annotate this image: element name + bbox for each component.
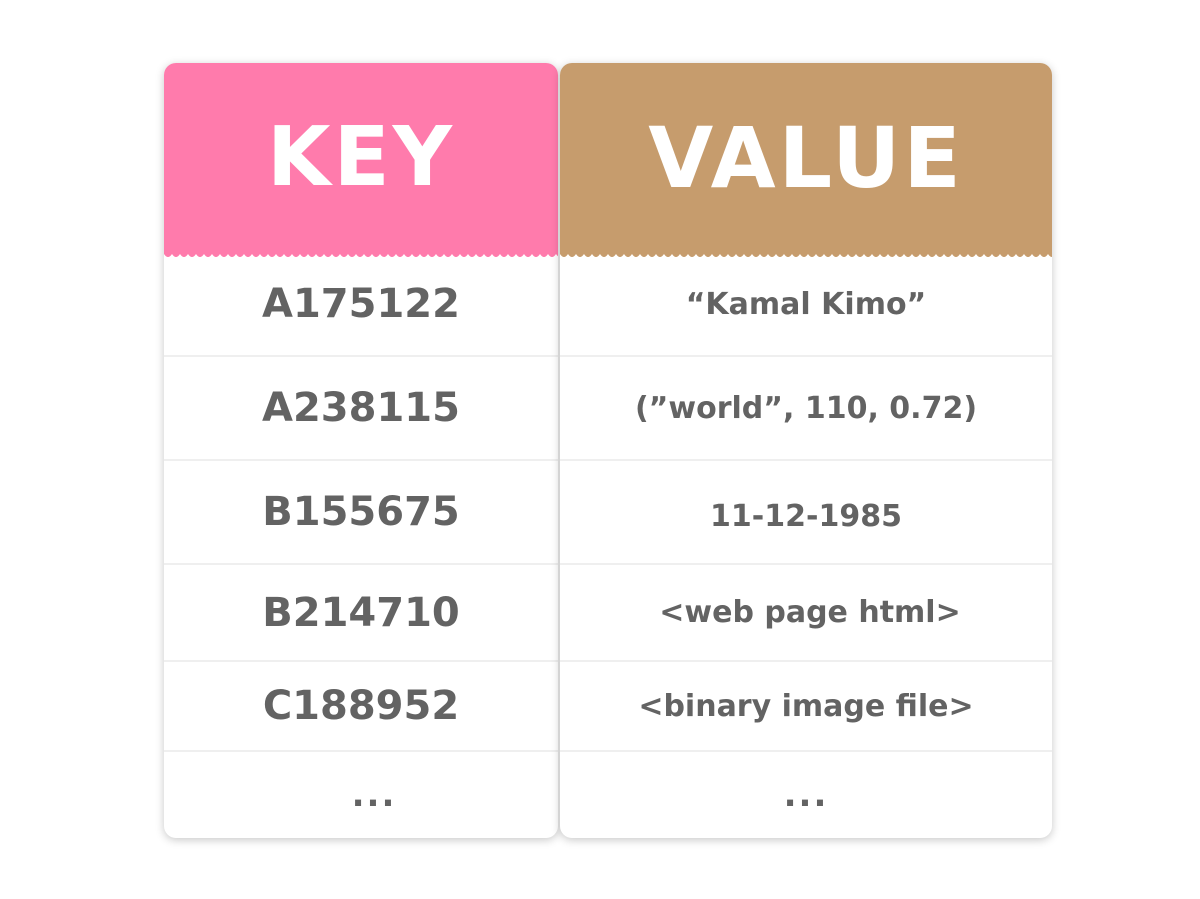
value-header: VALUE [560, 63, 1052, 253]
wave-scallop-path [164, 251, 558, 257]
value-cell: “Kamal Kimo” [560, 253, 1052, 357]
key-column: KEY A175122 A238115 B155675 B214710 C188… [164, 63, 558, 838]
key-cell: A238115 [164, 357, 558, 461]
value-header-wave-edge [560, 251, 1052, 257]
key-header-title: KEY [267, 110, 455, 205]
key-cell: B155675 [164, 461, 558, 565]
key-cell-ellipsis: ... [351, 775, 397, 815]
value-header-title: VALUE [648, 109, 964, 207]
value-column: VALUE “Kamal Kimo” (”world”, 110, 0.72) … [560, 63, 1052, 838]
value-cell-ellipsis: ... [783, 775, 829, 815]
key-header: KEY [164, 63, 558, 253]
key-cell: A175122 [164, 253, 558, 357]
key-cell: C188952 [164, 662, 558, 752]
value-cell: <web page html> [560, 565, 1052, 662]
key-cell: B214710 [164, 565, 558, 662]
key-header-wave-edge [164, 251, 558, 257]
value-cell: (”world”, 110, 0.72) [560, 357, 1052, 461]
wave-scallop-path [560, 251, 1052, 257]
value-cell: <binary image file> [560, 662, 1052, 752]
value-cell: 11-12-1985 [560, 461, 1052, 565]
